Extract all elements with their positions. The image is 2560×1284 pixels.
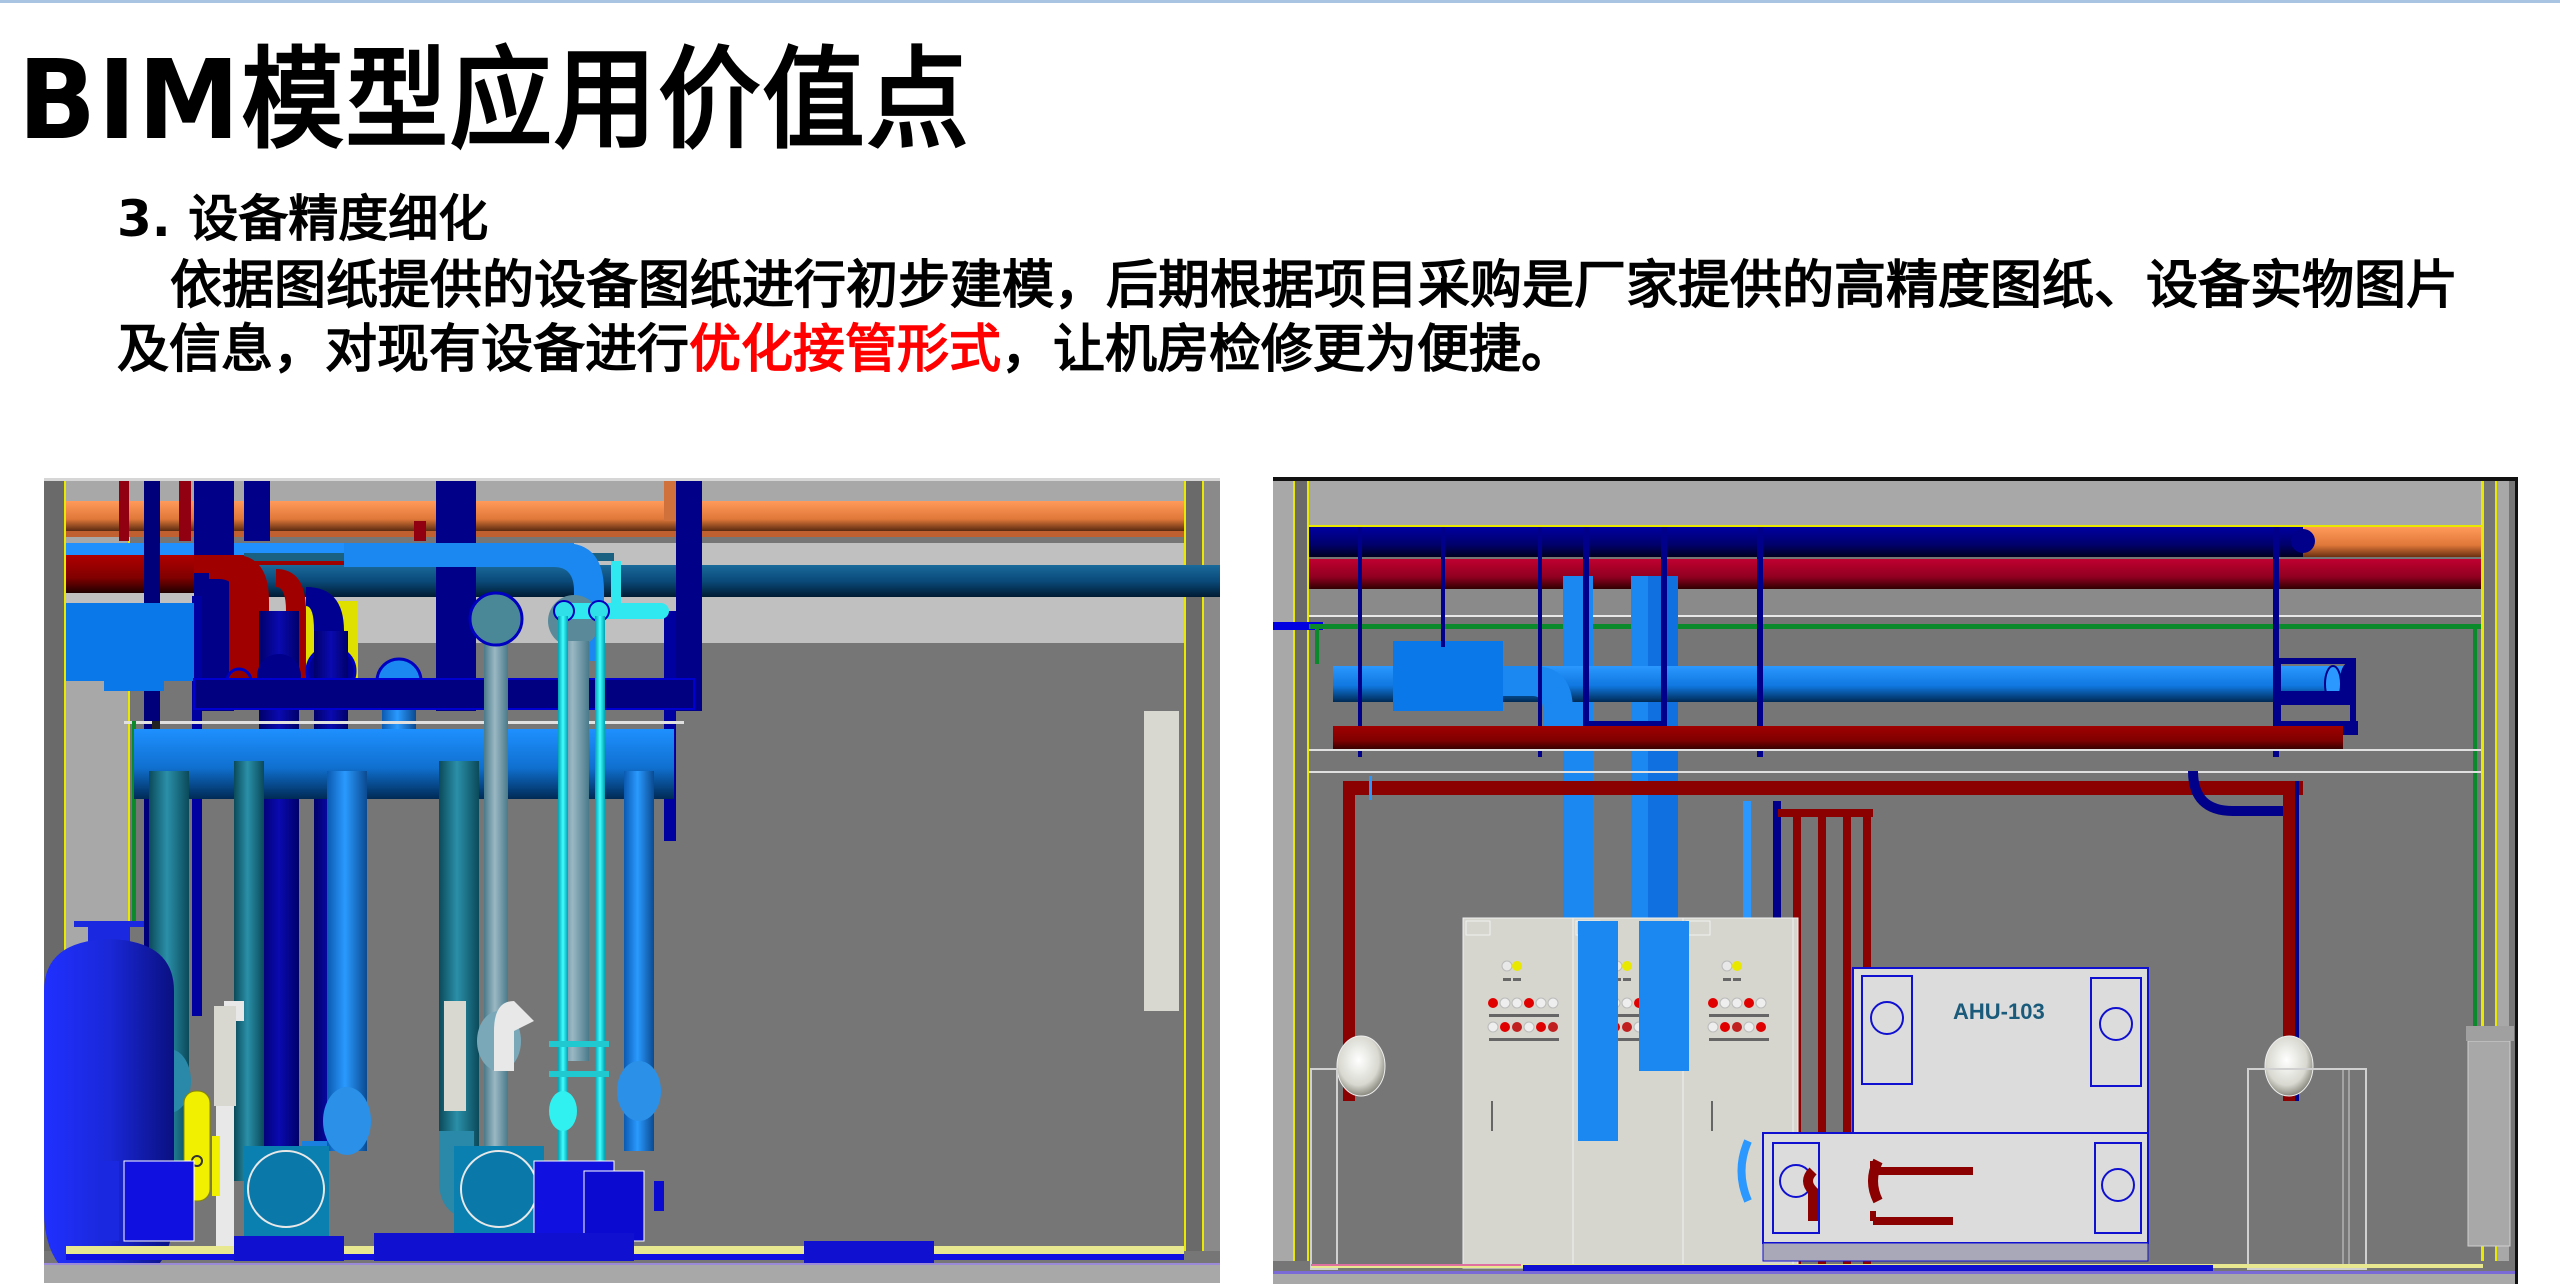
body-line-1-text: 依据图纸提供的设备图纸进行初步建模，后期根据项目采购是厂家提供的高精度图纸、设备… bbox=[170, 256, 2459, 316]
sphere-left bbox=[1336, 1035, 1386, 1097]
body-paragraph: 依据图纸提供的设备图纸进行初步建模，后期根据项目采购是厂家提供的高精度图纸、设备… bbox=[117, 254, 2537, 382]
body-line-2-end: ，让机房检修更为便捷。 bbox=[1001, 320, 1574, 380]
ahu-label: AHU-103 bbox=[1953, 999, 2045, 1024]
body-line-1: 依据图纸提供的设备图纸进行初步建模，后期根据项目采购是厂家提供的高精度图纸、设备… bbox=[117, 254, 2537, 318]
red-pipe-mid bbox=[1333, 726, 2343, 750]
top-rule bbox=[0, 0, 2560, 3]
slide-title: BIM模型应用价值点 bbox=[18, 36, 971, 164]
teal-pipe bbox=[254, 565, 1220, 597]
pump-room-figure bbox=[44, 478, 1220, 1283]
body-line-2-start: 及信息，对现有设备进行 bbox=[117, 320, 690, 380]
control-cabinets bbox=[1462, 917, 1799, 1269]
pump-room-render bbox=[44, 481, 1220, 1283]
ahu-room-render: AHU-103 bbox=[1273, 481, 2515, 1284]
sphere-right bbox=[2264, 1035, 2314, 1097]
blue-header-pipe bbox=[134, 729, 674, 799]
highlight-text: 优化接管形式 bbox=[689, 320, 1002, 380]
orange-pipe bbox=[2303, 527, 2481, 557]
red-riser-left bbox=[1343, 781, 1355, 1101]
air-handling-unit: AHU-103 bbox=[1737, 967, 2149, 1262]
red-pipe bbox=[1309, 559, 2481, 589]
section-heading: 3. 设备精度细化 bbox=[117, 190, 489, 248]
pipe-rack bbox=[193, 678, 695, 710]
navy-pipe bbox=[1309, 527, 2309, 557]
body-line-2: 及信息，对现有设备进行优化接管形式，让机房检修更为便捷。 bbox=[117, 318, 2537, 382]
duct-box bbox=[66, 603, 194, 681]
red-riser-right bbox=[2283, 781, 2295, 1101]
ahu-room-figure: AHU-103 bbox=[1273, 477, 2518, 1284]
